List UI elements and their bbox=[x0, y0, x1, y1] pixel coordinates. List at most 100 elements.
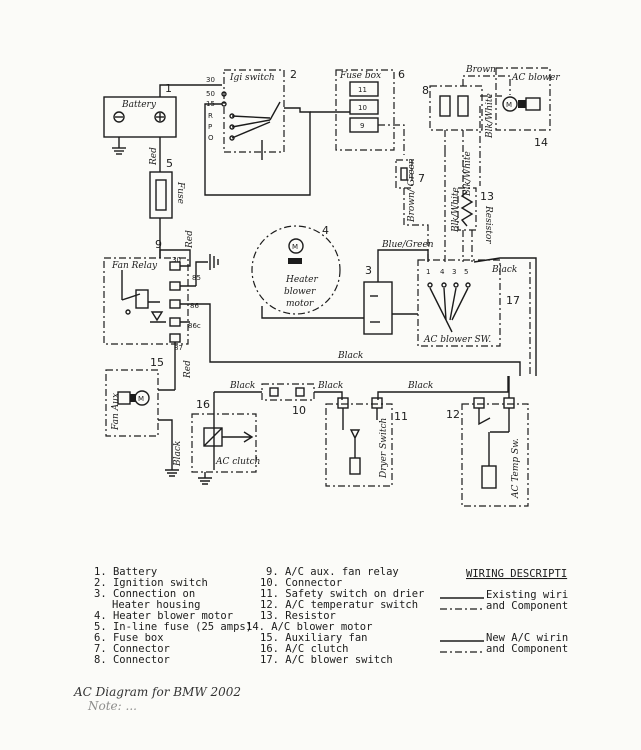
connector-10: 10 bbox=[261, 383, 315, 417]
fuse-10: 10 bbox=[358, 104, 367, 112]
temp-switch-label: AC Temp Sw. bbox=[511, 438, 521, 499]
temp-switch-number: 12 bbox=[446, 408, 460, 421]
new-wiring-2: and Component bbox=[486, 643, 568, 655]
legend-item-6: 6. Fuse box bbox=[94, 632, 164, 644]
wire-label-black-6: Black bbox=[407, 381, 433, 391]
battery-label: Battery bbox=[121, 100, 157, 110]
wire-label-red-2: Red bbox=[185, 230, 195, 249]
ign-term-50: 50 bbox=[206, 90, 215, 98]
svg-text:M: M bbox=[138, 395, 144, 403]
svg-text:Heater: Heater bbox=[285, 275, 318, 285]
legend-item-11: 11. Safety switch on drier bbox=[260, 588, 424, 600]
handwritten-note: AC Diagram for BMW 2002 bbox=[73, 685, 241, 699]
svg-text:M: M bbox=[506, 101, 512, 109]
fuse-box-number: 6 bbox=[398, 68, 405, 81]
fan-relay-label: Fan Relay bbox=[111, 261, 158, 271]
ac-blower-switch-number: 17 bbox=[506, 294, 520, 307]
aux-fan-label: Fan Aux bbox=[111, 393, 121, 431]
resistor-label: Resistor bbox=[483, 205, 493, 244]
existing-wiring-2: and Component bbox=[486, 600, 568, 612]
wire-label-blk-white-1: Blk/White bbox=[485, 93, 495, 139]
fuse-box: Fuse box 6 11 10 9 bbox=[335, 68, 405, 151]
legend-item-5: 5. In-line fuse (25 amps) bbox=[94, 621, 252, 633]
legend-item-17: 17. A/C blower switch bbox=[260, 654, 393, 666]
legend-item-4: 4. Heater blower motor bbox=[94, 610, 233, 622]
ign-term-r: R bbox=[208, 112, 213, 120]
legend-item-2: 2. Ignition switch bbox=[94, 577, 208, 589]
wiring-description-title: WIRING DESCRIPTI bbox=[466, 568, 567, 580]
legend-item-7: 7. Connector bbox=[94, 643, 170, 655]
legend-item-15: 15. Auxiliary fan bbox=[260, 632, 367, 644]
heater-housing-number: 3 bbox=[365, 264, 372, 277]
handwritten-note-2: Note: ... bbox=[87, 699, 137, 713]
fan-relay: Fan Relay 9 30 85 86 86c 87 bbox=[103, 238, 201, 352]
legend-item-16: 16. A/C clutch bbox=[260, 643, 349, 655]
inline-fuse: 5 Fuse bbox=[149, 157, 185, 219]
legend-item-10: 10. Connector bbox=[260, 577, 342, 589]
wire-label-black-1: Black bbox=[491, 265, 517, 275]
resistor-number: 13 bbox=[480, 190, 494, 203]
wire-label-black-3: Black bbox=[173, 441, 183, 467]
ac-blower-label: AC blower bbox=[511, 73, 560, 83]
wire-label-blue-green: Blue/Green bbox=[381, 240, 434, 250]
svg-text:motor: motor bbox=[286, 299, 314, 309]
battery: Battery 1 bbox=[103, 82, 177, 155]
legend: 1. Battery 2. Ignition switch 3. Connect… bbox=[94, 566, 424, 666]
wire-label-red-3: Red bbox=[183, 360, 193, 379]
wire-label-blk-white-3: Blk/White bbox=[451, 187, 461, 233]
ac-sw-term-5: 5 bbox=[464, 268, 468, 276]
ac-sw-term-1: 1 bbox=[426, 268, 430, 276]
ac-clutch: AC clutch 16 bbox=[191, 398, 260, 473]
wiring-description: WIRING DESCRIPTI Existing wiri and Compo… bbox=[440, 568, 568, 655]
ac-blower-number: 14 bbox=[534, 136, 548, 149]
svg-text:M: M bbox=[292, 243, 298, 251]
inline-fuse-label: Fuse bbox=[175, 181, 185, 204]
legend-item-14: 14. A/C blower motor bbox=[246, 621, 372, 633]
relay-term-86c: 86c bbox=[188, 322, 201, 330]
inline-fuse-number: 5 bbox=[166, 157, 173, 170]
resistor: 13 Resistor bbox=[457, 187, 494, 244]
fuse-9: 9 bbox=[360, 122, 364, 130]
safety-switch: Dryer Switch 11 bbox=[325, 397, 408, 487]
wire-label-black-5: Black bbox=[317, 381, 343, 391]
ac-clutch-number: 16 bbox=[196, 398, 210, 411]
legend-item-8: 8. Connector bbox=[94, 654, 170, 666]
ign-term-p: P bbox=[208, 123, 212, 131]
wire-label-blk-white-2: Blk/White bbox=[463, 151, 473, 197]
ign-term-30: 30 bbox=[206, 76, 215, 84]
wire-label-black-2: Black bbox=[337, 351, 363, 361]
legend-item-13: 13. Resistor bbox=[260, 610, 336, 622]
heater-motor-number: 4 bbox=[322, 224, 329, 237]
heater-blower-motor: M Heater blower motor 4 bbox=[251, 224, 341, 315]
ac-blower-motor: AC blower M 14 bbox=[495, 67, 560, 149]
connector-8: 8 bbox=[422, 84, 483, 131]
legend-item-1: 1. Battery bbox=[94, 566, 157, 578]
connector-7-number: 7 bbox=[418, 172, 425, 185]
aux-fan-number: 15 bbox=[150, 356, 164, 369]
temp-switch: AC Temp Sw. 12 bbox=[446, 397, 529, 507]
safety-switch-label: Dryer Switch bbox=[379, 418, 389, 479]
wire-label-brown: Brown bbox=[465, 65, 496, 75]
ign-switch-number: 2 bbox=[290, 68, 297, 81]
existing-wiring-1: Existing wiri bbox=[486, 589, 568, 601]
svg-text:blower: blower bbox=[284, 287, 316, 297]
legend-item-12: 12. A/C temperatur switch bbox=[260, 599, 418, 611]
ac-sw-term-3: 3 bbox=[452, 268, 456, 276]
relay-term-86: 86 bbox=[190, 302, 199, 310]
wire-label-brown-green: Brown/ Green bbox=[407, 158, 417, 223]
fan-relay-number: 9 bbox=[155, 238, 162, 251]
legend-item-3b: Heater housing bbox=[112, 599, 201, 611]
legend-item-3: 3. Connection on bbox=[94, 588, 195, 600]
legend-item-9: 9. A/C aux. fan relay bbox=[266, 566, 399, 578]
fuse-11: 11 bbox=[358, 86, 367, 94]
safety-switch-number: 11 bbox=[394, 410, 408, 423]
relay-term-87: 87 bbox=[174, 344, 183, 352]
ign-switch-label: Igi switch bbox=[229, 73, 275, 83]
ignition-switch: Igi switch 2 30 50 15 R P O bbox=[206, 68, 297, 160]
wire-label-black-4: Black bbox=[229, 381, 255, 391]
connector-8-number: 8 bbox=[422, 84, 429, 97]
connector-10-number: 10 bbox=[292, 404, 306, 417]
ac-sw-term-4: 4 bbox=[440, 268, 445, 276]
